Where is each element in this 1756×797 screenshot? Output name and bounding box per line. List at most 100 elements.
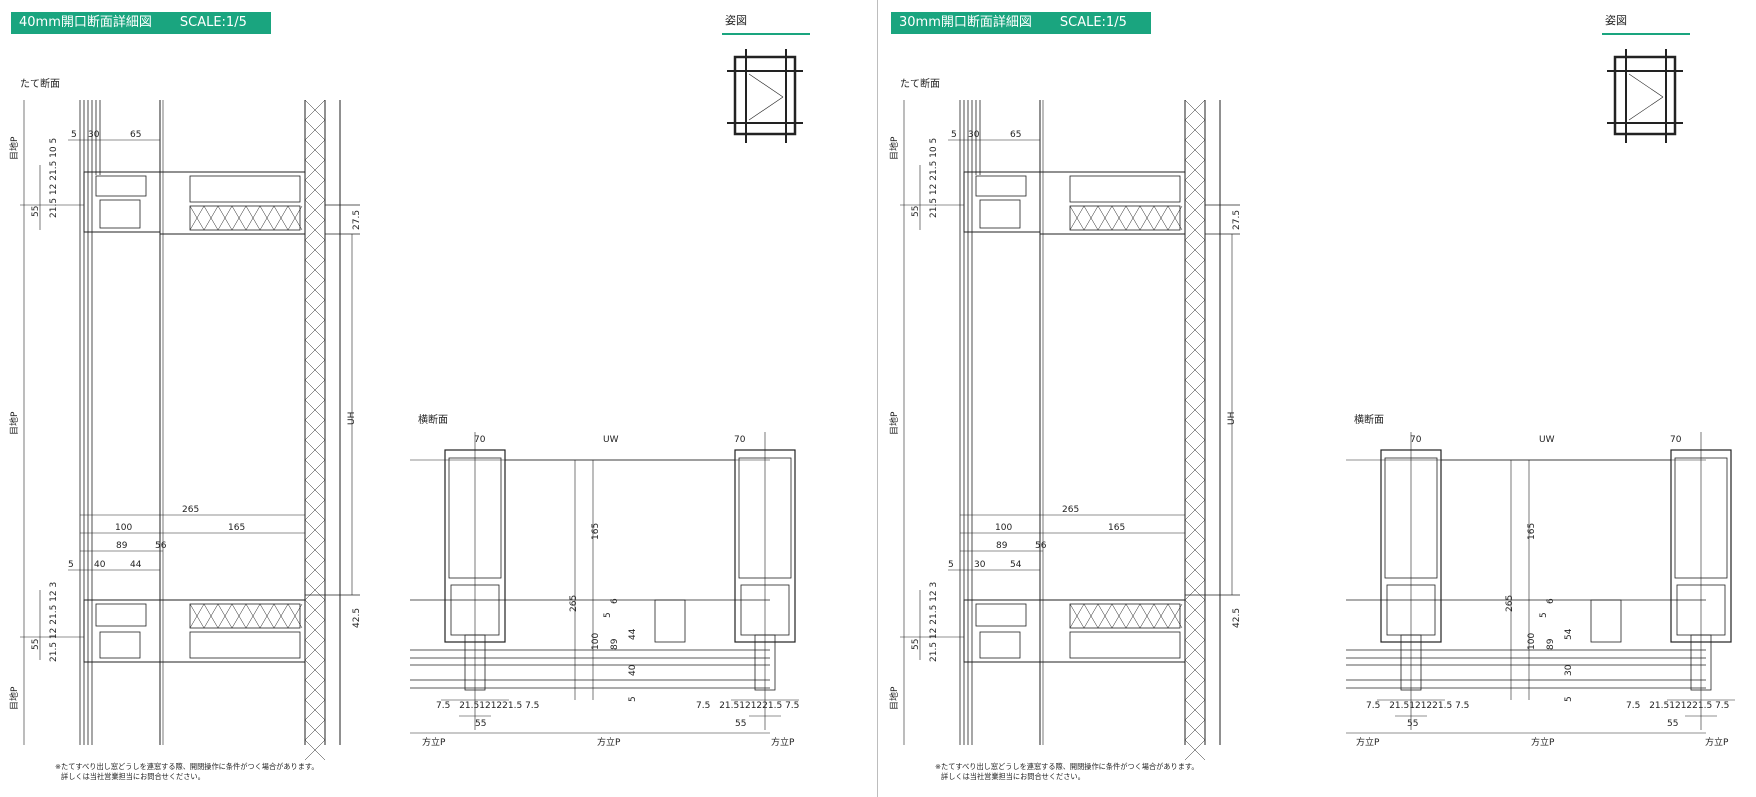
dim-label: 5 — [951, 130, 957, 140]
insulation-hatch — [273, 603, 289, 629]
dim-label: 6 — [610, 598, 620, 604]
wall-hatch — [304, 739, 326, 761]
insulation-panel — [1069, 631, 1181, 659]
wall-hatch — [304, 479, 326, 501]
mullion-core — [740, 584, 790, 636]
wall-hatch — [1184, 359, 1206, 381]
joint-p-label: 目地P — [8, 686, 20, 710]
wall-hatch — [1184, 279, 1206, 301]
insulation-hatch — [259, 205, 275, 231]
horizontal-section: 70 UW 70 165 265 6 5 100 89 54 30 5 7.5 … — [1356, 435, 1729, 748]
top-transom — [1039, 171, 1186, 235]
uh-label: UH — [347, 412, 357, 425]
dim-label: 89 — [1546, 638, 1556, 650]
top-frame-profile — [975, 175, 1027, 197]
dim-label: 165 — [1527, 523, 1537, 540]
dim-label: 5 — [71, 130, 77, 140]
elevation-label: 姿図 — [725, 14, 747, 27]
wall-hatch — [304, 179, 326, 201]
joint-p-label: 目地P — [8, 411, 20, 435]
wall-hatch — [304, 259, 326, 281]
insulation-hatch — [1111, 205, 1127, 231]
wall-hatch — [1184, 139, 1206, 161]
top-frame-profile — [83, 171, 161, 233]
wall-hatch — [304, 439, 326, 461]
insulation-hatch — [1083, 603, 1099, 629]
uw-label: UW — [603, 435, 619, 445]
page-divider — [877, 0, 878, 797]
dim-label: 55 — [911, 639, 921, 650]
dim-label: 30 — [968, 130, 980, 140]
dim-label: 70 — [1410, 435, 1422, 445]
wall-hatch — [1184, 579, 1206, 601]
wall-hatch — [1184, 299, 1206, 321]
dim-label: 55 — [1667, 719, 1678, 729]
insulation-hatch — [217, 603, 233, 629]
wall-hatch — [304, 419, 326, 441]
mullion-core — [1386, 584, 1436, 636]
insulation-hatch — [189, 205, 205, 231]
top-frame-profile — [963, 171, 1041, 233]
section-drawing: 5 30 65 265 100 165 89 56 5 40 44 21.5 1… — [8, 49, 803, 761]
insulation-panel — [1069, 603, 1181, 629]
joint-p-label: 目地P — [888, 411, 900, 435]
mullion-cavity — [1674, 457, 1728, 579]
wall-hatch — [1184, 219, 1206, 241]
mullion-profile — [734, 449, 796, 643]
mullion-profile — [444, 449, 506, 643]
top-frame-profile — [99, 199, 141, 229]
dim-label: 55 — [475, 719, 486, 729]
dim-label: 89 — [996, 541, 1008, 551]
dim-label: 5 — [1539, 612, 1549, 618]
wall-hatch — [1184, 199, 1206, 221]
bottom-transom — [159, 599, 306, 663]
uw-label: UW — [1539, 435, 1555, 445]
dim-chain-top: 21.5 12 21.5 10 5 — [49, 138, 59, 218]
elevation-frame — [733, 55, 797, 136]
wall-hatch — [304, 679, 326, 701]
wall-hatch — [1184, 239, 1206, 261]
wall-hatch — [1184, 539, 1206, 561]
dim-label: 5 — [628, 696, 638, 702]
mullion-p-label: 方立P — [1356, 736, 1380, 748]
dim-label: 27.5 — [352, 210, 362, 230]
dim-label: 30 — [1564, 664, 1574, 676]
mullion-cavity — [448, 457, 502, 579]
dim-chain-top: 21.5 12 21.5 10 5 — [929, 138, 939, 218]
wall-hatch — [304, 659, 326, 681]
insulation-panel — [1069, 175, 1181, 203]
horizontal-section: 70 UW 70 165 265 6 5 100 89 44 40 5 7.5 … — [422, 435, 799, 748]
bottom-frame-profile — [83, 599, 161, 663]
dim-label: 55 — [31, 206, 41, 217]
dim-label: 100 — [115, 523, 132, 533]
wall-hatch — [304, 519, 326, 541]
mullion-p-label: 方立P — [597, 736, 621, 748]
dim-label: 42.5 — [352, 608, 362, 628]
dim-label: 40 — [628, 664, 638, 676]
wall-hatch — [1184, 319, 1206, 341]
insulation-hatch — [1083, 205, 1099, 231]
mullion-profile — [1380, 449, 1442, 643]
dim-label: 56 — [155, 541, 167, 551]
wall-hatch — [1184, 519, 1206, 541]
dim-label: 100 — [1527, 633, 1537, 650]
dim-label: 5 — [948, 560, 954, 570]
insulation-hatch — [231, 205, 247, 231]
bottom-frame-profile — [979, 631, 1021, 659]
insulation-hatch — [259, 603, 275, 629]
dim-label: 55 — [1407, 719, 1418, 729]
dim-label: 265 — [1062, 505, 1079, 515]
mullion-p-label: 方立P — [1705, 736, 1729, 748]
elevation-label: 姿図 — [1605, 14, 1627, 27]
insulation-hatch — [245, 603, 261, 629]
wall-hatch — [1184, 99, 1206, 121]
wall-hatch — [304, 239, 326, 261]
page-title: 40mm開口断面詳細図 — [19, 15, 152, 30]
mullion-cavity — [738, 457, 792, 579]
dim-label: 54 — [1564, 628, 1574, 640]
dim-chain-bottom-right: 7.5 21.5121221.5 7.5 — [1626, 701, 1729, 711]
dim-label: 265 — [569, 595, 579, 612]
footnote: ※たてすべり出し窓どうしを連窓する際、開閉操作に条件がつく場合があります。 詳し… — [935, 762, 1199, 782]
